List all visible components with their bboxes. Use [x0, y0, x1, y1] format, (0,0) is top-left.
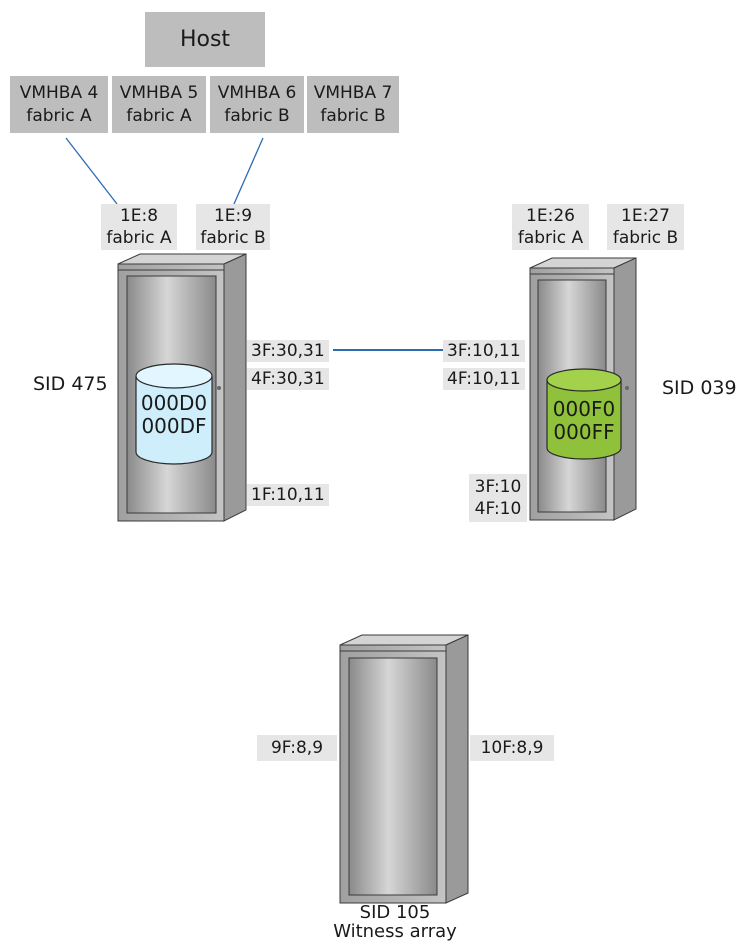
device-475-end: 000DF — [136, 415, 212, 438]
port-1e9-fabric: fabric B — [200, 227, 266, 249]
rdf-port-039-4f: 4F:10,11 — [443, 368, 525, 390]
port-1e27: 1E:27 — [611, 205, 680, 227]
port-1e27-label: 1E:27 fabric B — [607, 204, 684, 250]
sid-105-role: Witness array — [330, 922, 460, 941]
witness-port-039-4f: 4F:10 — [473, 498, 523, 520]
link-vmhba4-1e8 — [66, 138, 117, 204]
vmhba-5: VMHBA 5 fabric A — [112, 76, 206, 133]
vmhba-6-name: VMHBA 6 — [210, 82, 304, 105]
port-1e8: 1E:8 — [105, 205, 173, 227]
device-range-475: 000D0 000DF — [136, 392, 212, 438]
vmhba-7-fabric: fabric B — [307, 105, 399, 128]
link-vmhba6-1e9 — [234, 138, 263, 204]
port-1e26-label: 1E:26 fabric A — [512, 204, 589, 250]
vmhba-7: VMHBA 7 fabric B — [307, 76, 399, 133]
vmhba-6: VMHBA 6 fabric B — [210, 76, 304, 133]
port-1e9: 1E:9 — [200, 205, 266, 227]
witness-port-039-3f: 3F:10 — [473, 476, 523, 498]
port-1e9-label: 1E:9 fabric B — [196, 204, 270, 250]
host-box: Host — [145, 12, 265, 67]
vmhba-5-fabric: fabric A — [112, 105, 206, 128]
vmhba-4-fabric: fabric A — [10, 105, 108, 128]
witness-array-port-10f: 10F:8,9 — [470, 735, 554, 761]
sid-039-label: SID 039 — [662, 377, 737, 399]
witness-port-475-1f: 1F:10,11 — [247, 484, 329, 506]
sid-105-id: SID 105 — [330, 903, 460, 922]
port-1e8-label: 1E:8 fabric A — [101, 204, 177, 250]
vmhba-7-name: VMHBA 7 — [307, 82, 399, 105]
port-1e26: 1E:26 — [516, 205, 585, 227]
rdf-port-475-3f: 3F:30,31 — [247, 340, 329, 362]
port-1e8-fabric: fabric A — [105, 227, 173, 249]
vmhba-5-name: VMHBA 5 — [112, 82, 206, 105]
sid-105-label: SID 105 Witness array — [330, 903, 460, 941]
device-039-end: 000FF — [547, 421, 621, 444]
port-1e27-fabric: fabric B — [611, 227, 680, 249]
device-475-start: 000D0 — [136, 392, 212, 415]
host-title: Host — [180, 27, 230, 52]
sid-475-label: SID 475 — [33, 373, 108, 395]
vmhba-6-fabric: fabric B — [210, 105, 304, 128]
vmhba-4: VMHBA 4 fabric A — [10, 76, 108, 133]
witness-ports-039: 3F:10 4F:10 — [469, 474, 527, 522]
witness-array-port-9f: 9F:8,9 — [257, 735, 337, 761]
array-105-cabinet — [340, 635, 468, 903]
device-039-start: 000F0 — [547, 398, 621, 421]
rdf-port-039-3f: 3F:10,11 — [443, 340, 525, 362]
port-1e26-fabric: fabric A — [516, 227, 585, 249]
vmhba-4-name: VMHBA 4 — [10, 82, 108, 105]
rdf-port-475-4f: 4F:30,31 — [247, 368, 329, 390]
device-range-039: 000F0 000FF — [547, 398, 621, 444]
